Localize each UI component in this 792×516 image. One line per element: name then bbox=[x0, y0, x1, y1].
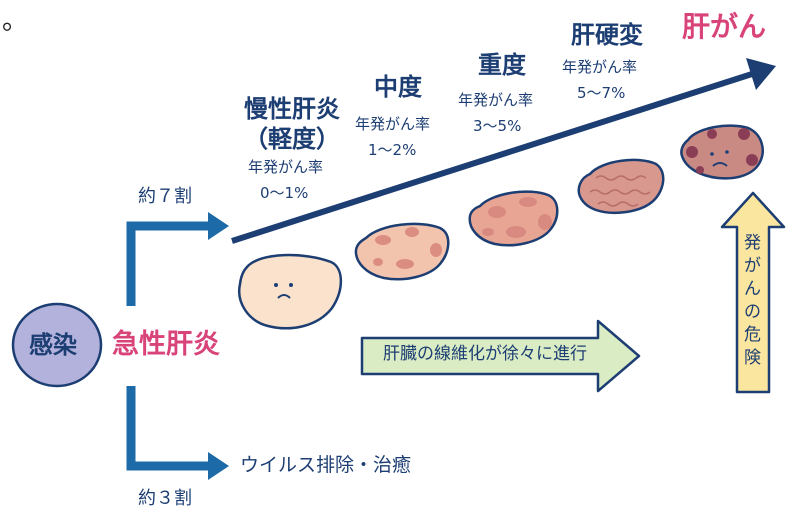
stage-cirrhosis-title: 肝硬変 bbox=[571, 21, 643, 49]
virus-elimination-label: ウイルス排除・治癒 bbox=[240, 454, 412, 476]
liver-cancer-icon bbox=[680, 124, 764, 180]
progression-arrow-line bbox=[231, 71, 753, 244]
lower-branch-arrowhead bbox=[208, 452, 229, 480]
liver-cirrhosis-icon bbox=[577, 158, 665, 214]
stage-moderate-rate-value: 1～2% bbox=[368, 141, 417, 159]
acute-hepatitis-label: 急性肝炎 bbox=[112, 329, 220, 360]
lower-branch-line bbox=[126, 386, 212, 471]
corner-mark: 。 bbox=[2, 6, 29, 36]
stage-cirrhosis-rate-label: 年発がん率 bbox=[562, 58, 638, 76]
liver-mild-icon bbox=[237, 253, 343, 330]
stage-mild-title: 慢性肝炎 bbox=[244, 95, 340, 123]
upper-branch-arrowhead bbox=[208, 212, 229, 240]
liver-moderate-icon bbox=[354, 222, 450, 281]
stage-moderate-title: 中度 bbox=[374, 73, 422, 101]
infection-circle bbox=[11, 302, 103, 388]
infection-label: 感染 bbox=[29, 331, 77, 359]
stage-severe-title: 重度 bbox=[478, 51, 526, 79]
fibrosis-arrow-label: 肝臓の線維化が徐々に進行 bbox=[383, 344, 587, 364]
stage-moderate-rate-label: 年発がん率 bbox=[355, 115, 431, 133]
stage-mild-rate-value: 0～1% bbox=[260, 184, 309, 202]
branch-connector-line bbox=[126, 221, 212, 306]
stage-mild-subtitle: （軽度） bbox=[244, 125, 340, 153]
fibrosis-arrow-shape bbox=[360, 319, 641, 393]
lower-ratio-label: 約３割 bbox=[138, 488, 192, 509]
liver-cancer-title: 肝がん bbox=[682, 10, 767, 43]
stage-mild-rate-label: 年発がん率 bbox=[248, 158, 324, 176]
stage-severe-rate-value: 3～5% bbox=[473, 117, 522, 135]
upper-ratio-label: 約７割 bbox=[138, 186, 192, 207]
stage-cirrhosis-rate-value: 5～7% bbox=[577, 84, 626, 102]
progression-arrowhead bbox=[746, 58, 776, 90]
stage-severe-rate-label: 年発がん率 bbox=[458, 91, 534, 109]
cancer-risk-arrow-shape bbox=[720, 191, 786, 394]
cancer-risk-arrow-label: 発がんの危険 bbox=[744, 233, 761, 368]
liver-severe-icon bbox=[468, 190, 559, 247]
